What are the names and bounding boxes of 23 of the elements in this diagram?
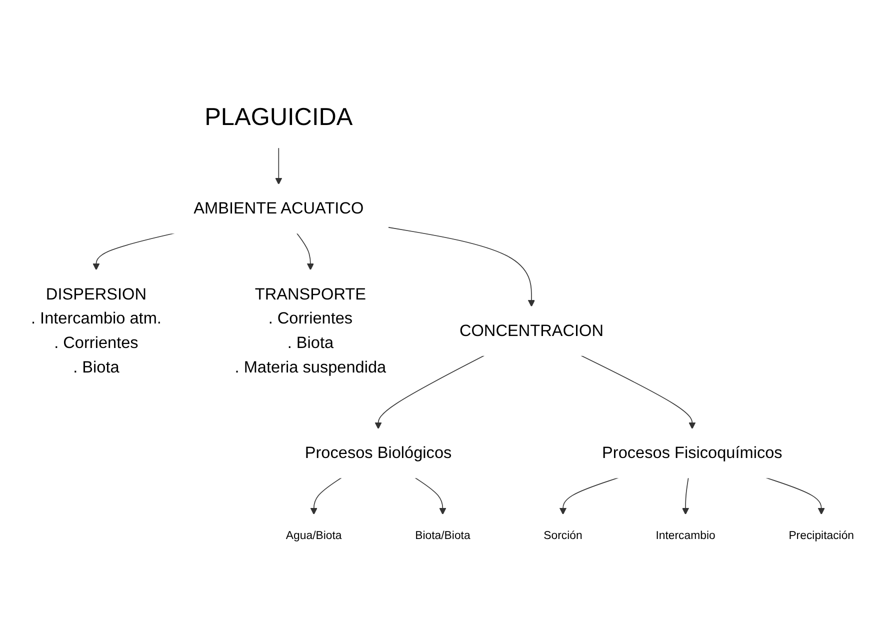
arrow	[310, 477, 342, 514]
node-text: Precipitación	[788, 528, 854, 542]
node-text: DISPERSION . Intercambio atm. . Corrientes . Biota	[30, 285, 162, 376]
node-text: Procesos Fisicoquímicos	[602, 444, 782, 462]
node-text: Agua/Biota	[286, 528, 342, 542]
node-text: Biota/Biota	[415, 528, 470, 542]
node-text: AMBIENTE ACUATICO	[194, 200, 364, 218]
node-text: Procesos Biológicos	[304, 444, 452, 462]
node-text: TRANSPORTE . Corrientes . Biota . Materia suspendida	[234, 285, 386, 376]
node-text: CONCENTRACION	[459, 322, 604, 340]
arrow	[92, 232, 175, 270]
arrow	[766, 477, 825, 514]
node-text: Sorción	[544, 528, 582, 542]
arrow	[559, 477, 619, 514]
arrow	[682, 477, 690, 514]
arrow	[374, 354, 485, 429]
arrow	[296, 232, 314, 270]
arrow	[580, 354, 696, 429]
arrow	[414, 477, 446, 514]
node-text: Intercambio	[656, 528, 716, 542]
arrow	[388, 226, 536, 307]
arrow	[275, 146, 282, 184]
node-text: PLAGUICIDA	[204, 103, 353, 130]
